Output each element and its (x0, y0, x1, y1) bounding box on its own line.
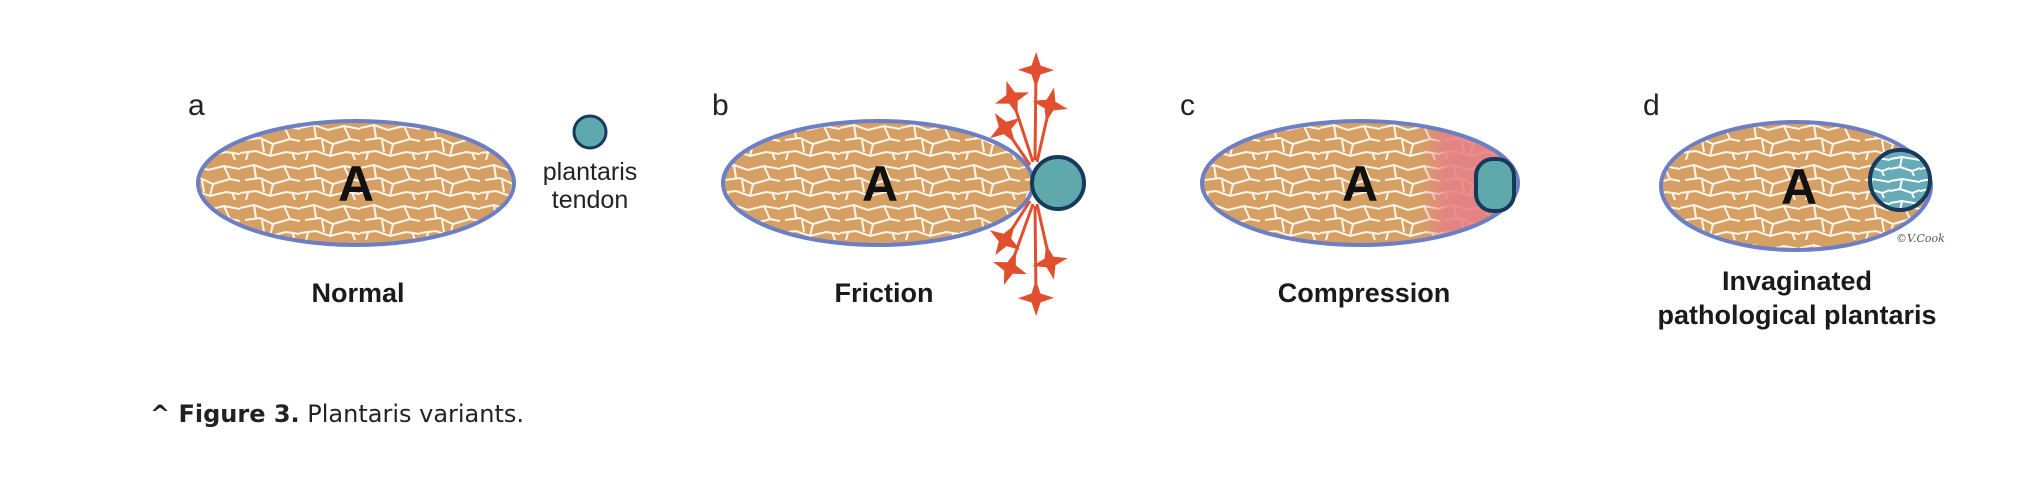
panel-letter: c (1180, 89, 1195, 122)
panel-title: Compression (1278, 278, 1451, 308)
muscle-label: A (338, 156, 374, 212)
panel-letter: b (712, 89, 729, 122)
plantaris-tendon (572, 114, 608, 150)
panel-title-line2: pathological plantaris (1657, 300, 1936, 330)
plantaris-tendon (1030, 155, 1086, 211)
panel-b: b A Friction (712, 52, 1086, 316)
panel-letter: a (188, 89, 205, 122)
muscle-label: A (1781, 159, 1817, 215)
panel-title-line1: Invaginated (1722, 266, 1872, 296)
figure-caption: ^ Figure 3. Plantaris variants. (150, 400, 524, 428)
tendon-label-line2: tendon (552, 186, 628, 214)
artist-signature: ©V.Cook (1896, 232, 1945, 245)
muscle-label: A (862, 156, 898, 212)
panel-c: c A Compression (1180, 89, 1520, 308)
caption-text: Plantaris variants. (299, 400, 525, 428)
panel-d: d A ©V.Cook Invaginated pathological pla… (1643, 89, 1945, 330)
muscle-cross-section (196, 119, 516, 247)
tendon-label-line1: plantaris (543, 158, 638, 186)
figure-number: ^ Figure 3. (150, 400, 300, 428)
panel-title: Friction (835, 278, 934, 308)
figure-illustration: a A plantaris tendon Normal b A Friction… (188, 52, 1945, 330)
muscle-label: A (1342, 156, 1378, 212)
friction-arrows (989, 52, 1068, 316)
invaginated-plantaris-tendon (1868, 148, 1932, 212)
compressed-plantaris-tendon (1474, 157, 1516, 213)
panel-title: Normal (311, 278, 404, 308)
panel-letter: d (1643, 89, 1660, 122)
panel-a: a A plantaris tendon Normal (188, 89, 637, 308)
